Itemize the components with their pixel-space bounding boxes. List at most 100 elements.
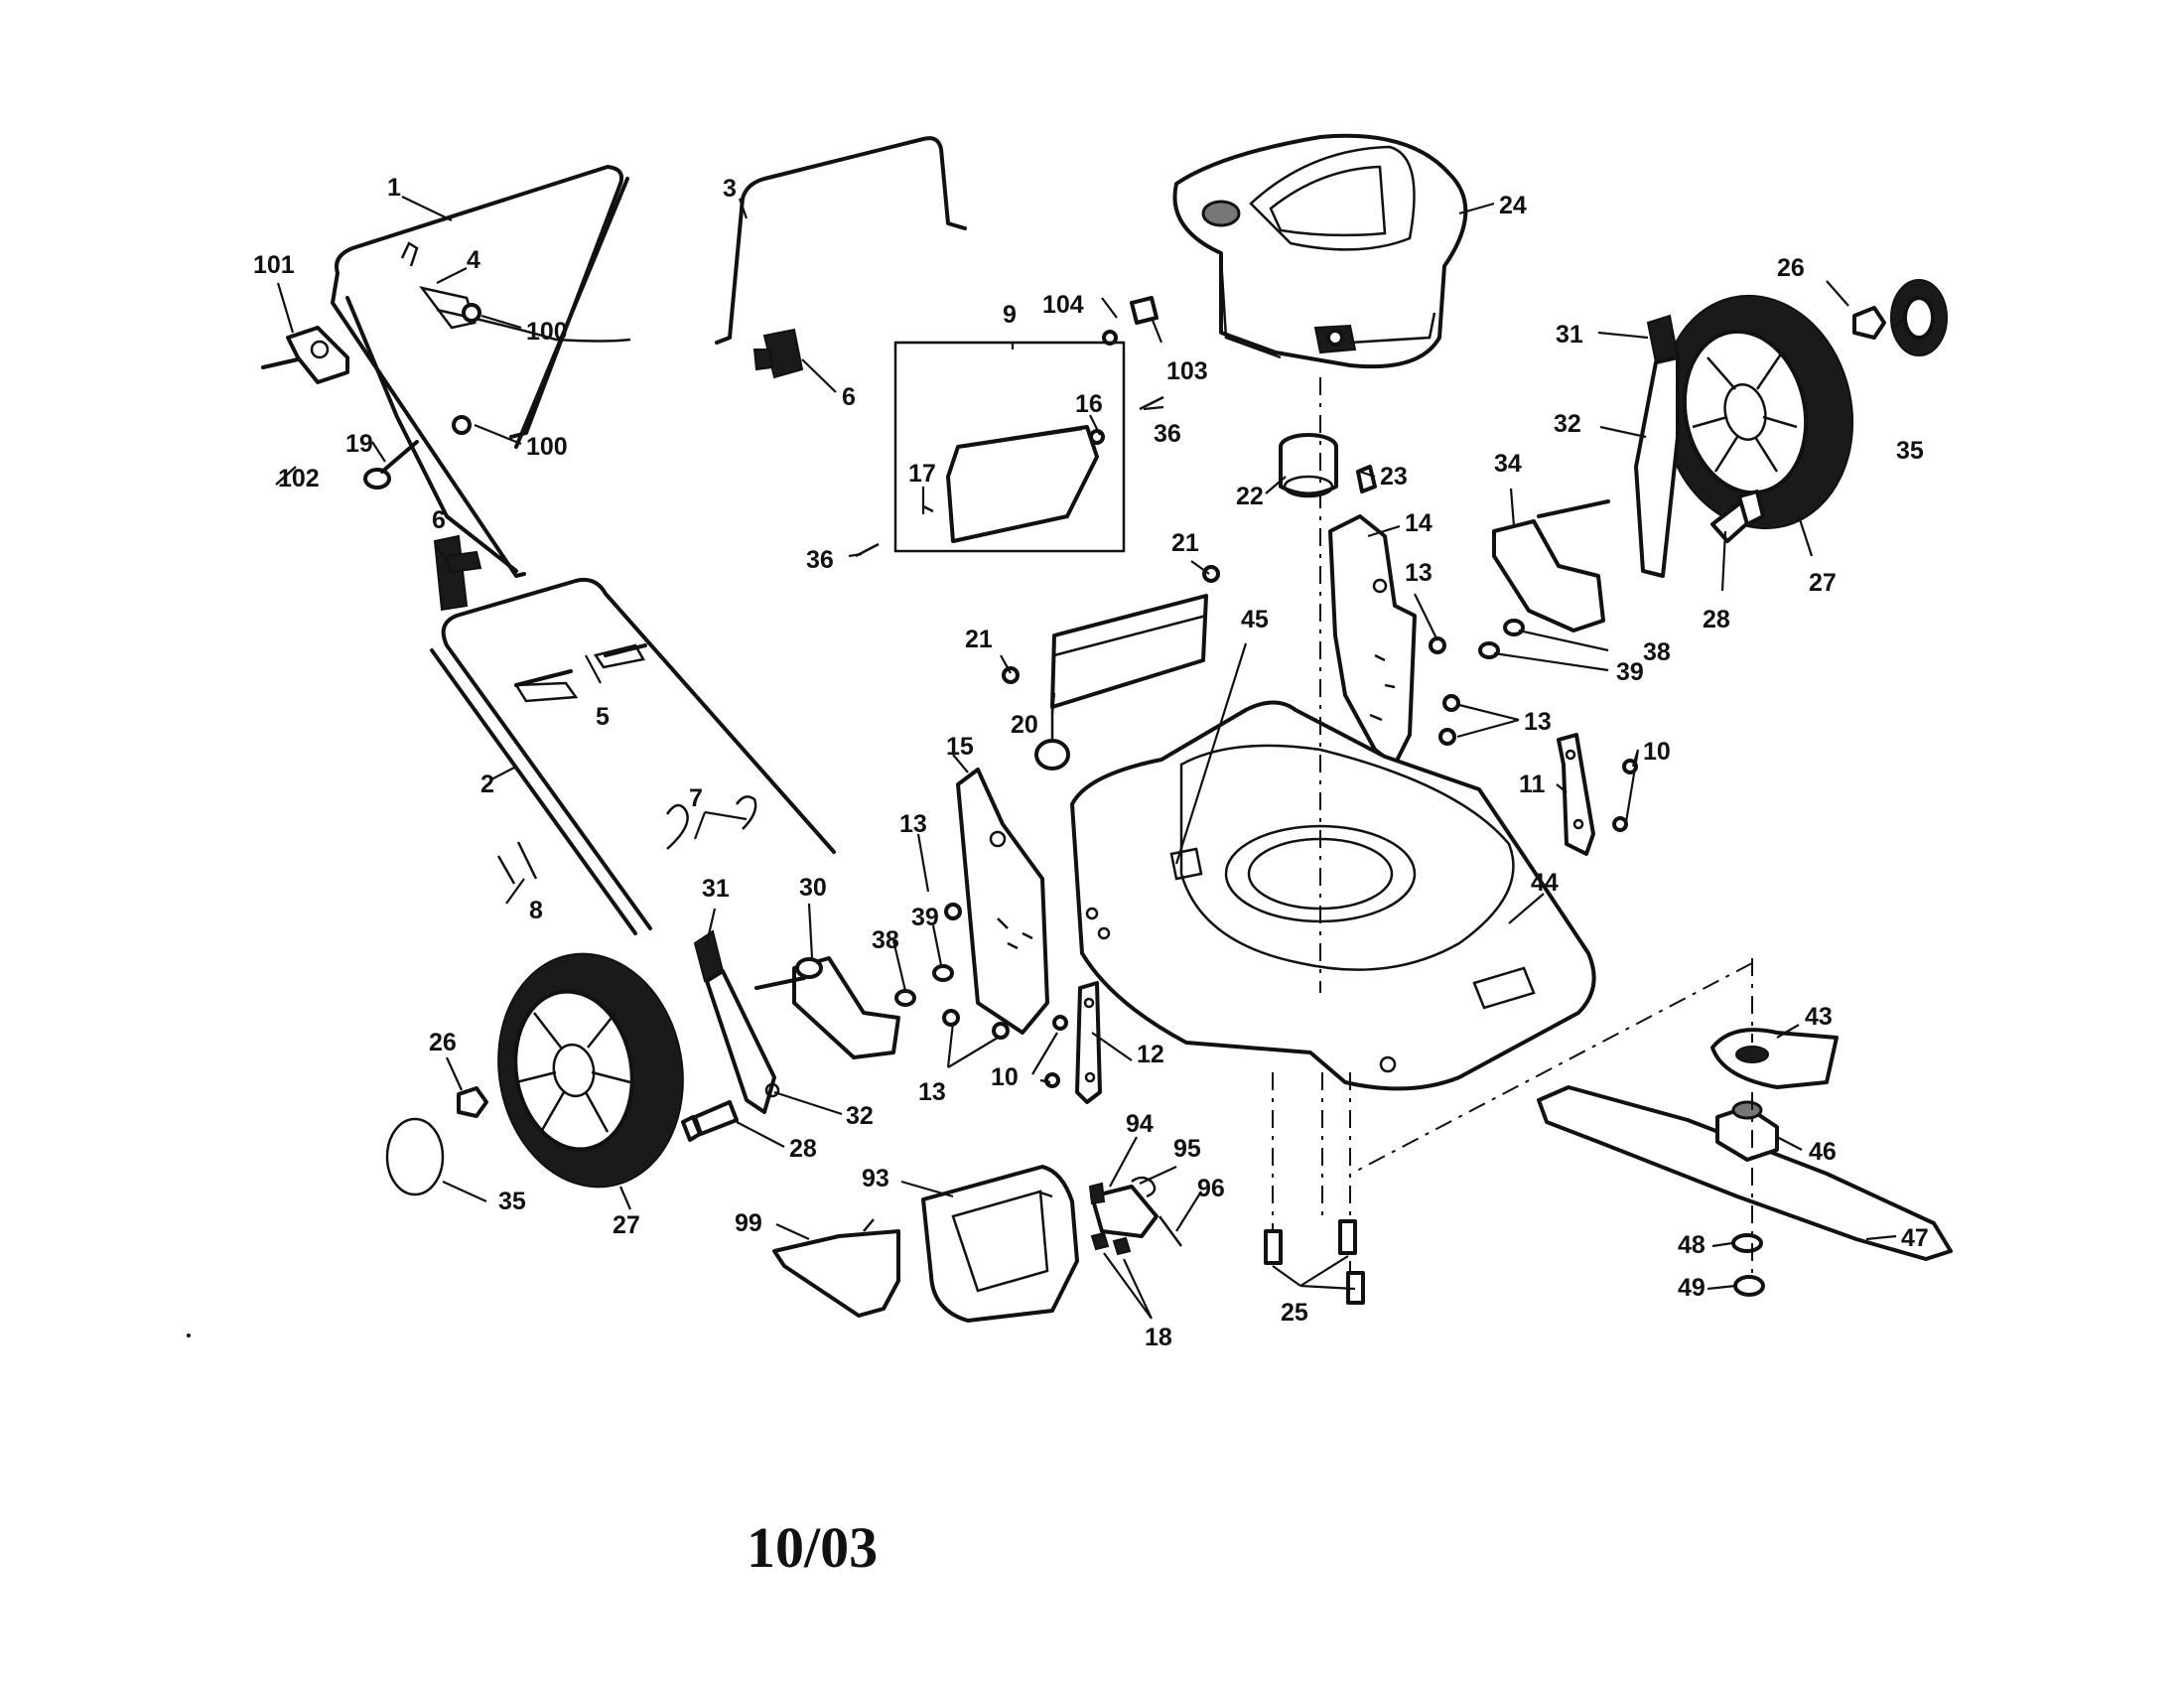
callout-32-rear: 32 [1554,410,1581,438]
rear-deflector-20 [1034,594,1208,771]
callout-10-front: 10 [991,1063,1019,1091]
callout-12: 12 [1137,1041,1164,1068]
axle-assembly-30 [754,956,900,1059]
washer-39-rear [1478,641,1500,659]
callout-35-front: 35 [498,1188,526,1215]
callout-13-front-top: 13 [899,810,927,838]
callout-96: 96 [1197,1175,1225,1202]
callout-26-rear: 26 [1777,254,1805,282]
callout-2: 2 [480,771,494,798]
callout-45: 45 [1241,606,1269,633]
callout-49: 49 [1678,1274,1706,1302]
spring-95 [1131,1176,1157,1198]
door-bracket-94 [1088,1182,1159,1238]
height-bracket-12 [1075,981,1102,1104]
screws-21 [1002,565,1220,684]
handle-knob-upper [752,328,804,379]
callout-17: 17 [908,460,936,488]
callout-36-lower: 36 [806,546,834,574]
callout-46: 46 [1809,1138,1837,1166]
washer-38-rear [1503,619,1525,636]
rod-96 [1158,1215,1183,1247]
callout-11: 11 [1519,771,1546,798]
leader-lines [275,196,1907,1320]
callout-6-upper: 6 [842,383,856,411]
date-code: 10/03 [747,1515,878,1580]
callout-28-front: 28 [789,1135,817,1163]
blade-stiffener-43 [1710,1028,1839,1089]
blade-adapter-22 [1279,433,1338,498]
callout-25: 25 [1281,1299,1308,1327]
callout-26-front: 26 [429,1029,457,1056]
height-lever-31-front [693,929,776,1114]
callout-102: 102 [278,465,320,492]
callout-30: 30 [799,874,827,902]
hairpin-cotter-8 [496,841,538,885]
cable-guide-part [261,326,349,384]
assembly-centerlines [1272,377,1753,1291]
callout-labels: 1 3 24 101 4 100 104 103 26 9 6 16 36 31… [253,174,1929,1351]
callout-21-lower: 21 [965,626,993,653]
nuts-18 [1090,1231,1132,1256]
callout-47: 47 [1901,1224,1929,1252]
callout-35-rear: 35 [1896,437,1924,465]
callout-27-front: 27 [613,1211,640,1239]
bolt-36-upper [1139,395,1164,411]
callout-20: 20 [1011,711,1038,739]
callout-10-rear: 10 [1643,738,1671,766]
wheel-nut-26-front [457,1086,488,1118]
callout-38-front: 38 [872,926,899,954]
front-bracket-15 [956,768,1049,1035]
control-bail-part [715,136,967,345]
callout-31-rear: 31 [1556,321,1583,349]
callout-94: 94 [1126,1110,1154,1138]
callout-36-upper: 36 [1154,420,1181,448]
wheel-adjuster-32-front [764,1082,780,1098]
callout-28-rear: 28 [1703,606,1730,633]
callout-18: 18 [1145,1324,1172,1351]
height-bracket-11 [1557,733,1595,856]
callout-103: 103 [1166,357,1208,385]
callout-23: 23 [1380,463,1408,491]
shoulder-bolt-28-front [681,1100,739,1142]
upper-handle-part [331,165,631,578]
rear-bracket-14 [1328,514,1417,767]
blade-adapter-46 [1715,1100,1779,1162]
hubcap-35-rear [1890,279,1948,356]
callout-15: 15 [946,733,974,761]
callout-24: 24 [1499,192,1527,219]
bolts-13 [942,636,1460,1040]
washer-48 [1731,1233,1763,1253]
handle-knob-lower [433,534,482,612]
callout-6-lower: 6 [432,506,446,534]
front-wheel-27 [497,952,684,1189]
callout-43: 43 [1805,1003,1833,1031]
callout-100-upper: 100 [526,318,568,346]
stray-dot [187,1333,191,1337]
callout-104: 104 [1042,291,1084,319]
callout-39-rear: 39 [1616,658,1644,686]
bolts-10 [1044,759,1638,1088]
callout-19: 19 [345,430,373,458]
callout-5: 5 [596,703,610,731]
callout-38-rear: 38 [1643,638,1671,666]
callout-16: 16 [1075,390,1103,418]
callout-14: 14 [1405,509,1433,537]
callout-4: 4 [467,246,480,274]
height-lever-31-rear [1634,314,1680,578]
callout-13-front-lower: 13 [918,1078,946,1106]
callout-8: 8 [529,897,543,924]
callout-32-front: 32 [846,1102,874,1130]
engine-bolts-25 [1264,1219,1365,1305]
callout-13-rear-lower: 13 [1524,708,1552,736]
washer-38-front [894,989,916,1007]
engine-bracket-103 [1130,296,1159,325]
handle-clips-7 [665,795,757,850]
mulch-plug-99 [772,1218,900,1318]
lock-nut-100 [452,303,481,435]
bolt-49 [1733,1275,1765,1297]
callout-34: 34 [1494,450,1522,478]
callout-93: 93 [862,1165,889,1193]
callout-22: 22 [1236,483,1264,510]
